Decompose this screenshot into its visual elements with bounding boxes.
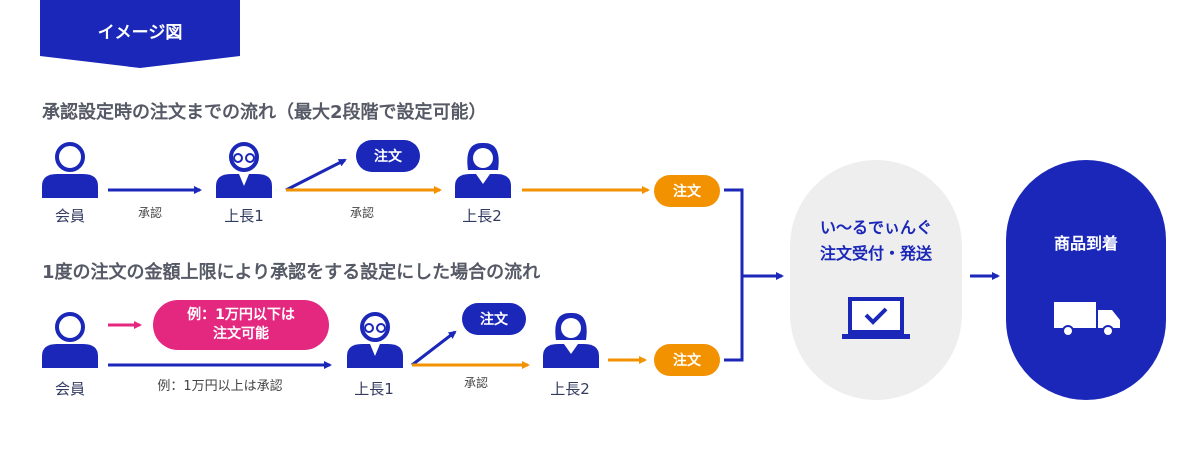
member-label: 会員 (54, 207, 85, 225)
boss1-label: 上長1 (224, 207, 264, 225)
person-glasses-icon (347, 312, 403, 368)
example-pill-line2: 注文可能 (213, 326, 269, 342)
example-pill: 例：1万円以下は 注文可能 (153, 300, 329, 350)
person-icon (42, 142, 98, 198)
person-female-icon (543, 312, 599, 368)
banner-shape (40, 0, 240, 68)
order-final-pill-1: 注文 (654, 175, 720, 207)
example-pill-line1: 例：1万円以下は (187, 307, 295, 323)
example-note: 例：1万円以上は承認 (157, 379, 283, 394)
person-icon (42, 312, 98, 368)
receive-line2: 注文受付・発送 (819, 244, 932, 263)
person-female-icon (455, 142, 511, 198)
approval2-label: 承認 (349, 206, 374, 220)
order-branch-pill: 注文 (356, 140, 420, 172)
section2-heading: 1度の注文の金額上限により承認をする設定にした場合の流れ (42, 262, 541, 283)
arrow-boss1-to-order (285, 158, 347, 192)
member2-label: 会員 (54, 380, 85, 398)
banner: イメージ図 (40, 0, 240, 72)
delivery-box: 商品到着 (1006, 160, 1166, 400)
arrow-boss1b-to-order (411, 330, 457, 367)
boss2-label: 上長2 (462, 207, 502, 225)
order-branch-pill-2: 注文 (462, 303, 526, 335)
approval1-label: 承認 (137, 206, 162, 220)
section1-heading: 承認設定時の注文までの流れ（最大2段階で設定可能） (42, 102, 487, 123)
delivery-label: 商品到着 (1053, 234, 1118, 253)
truck-icon (1054, 302, 1120, 337)
receive-box: い〜るでぃんぐ 注文受付・発送 (790, 160, 962, 400)
receive-line1: い〜るでぃんぐ (819, 218, 932, 237)
boss1b-label: 上長1 (354, 380, 394, 398)
laptop-check-icon (842, 297, 910, 339)
banner-label: イメージ図 (97, 23, 183, 43)
merge-bracket (724, 188, 744, 362)
person-glasses-icon (216, 142, 272, 198)
approval-label-2: 承認 (463, 376, 488, 390)
order-final-pill-2: 注文 (654, 344, 720, 376)
boss2b-label: 上長2 (550, 380, 590, 398)
